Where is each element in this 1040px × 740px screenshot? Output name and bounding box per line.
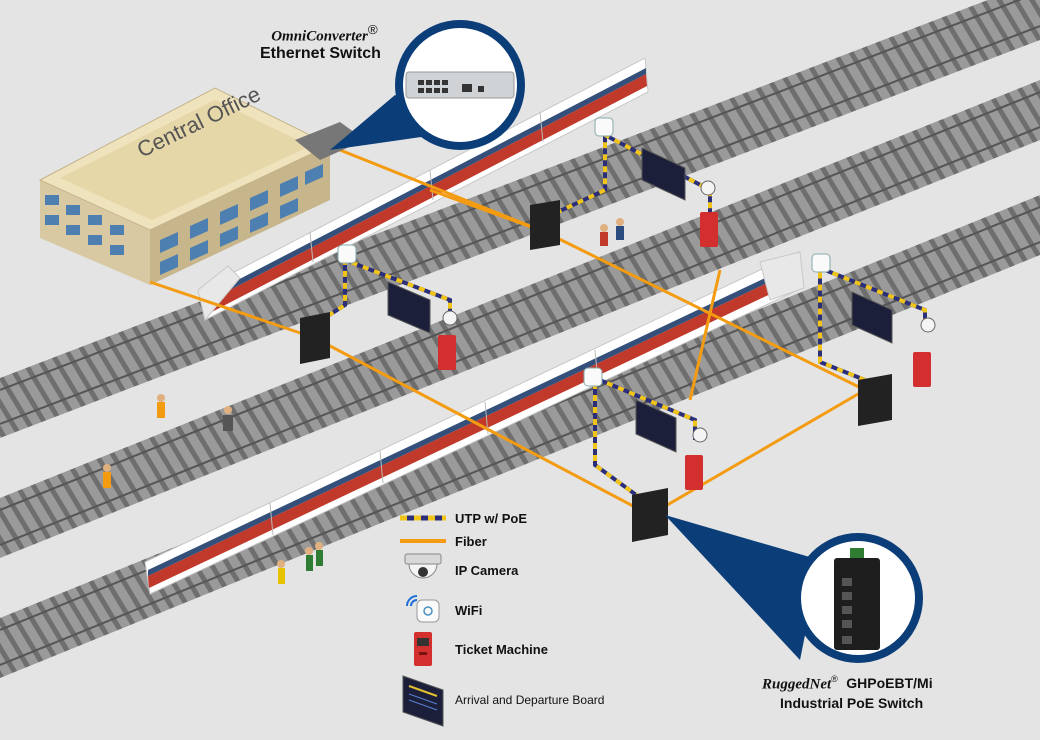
wifi-access-points [337,117,831,387]
legend-item-camera: IP Camera [395,552,518,588]
legend-label-ticket: Ticket Machine [455,641,548,657]
fiber-links [149,146,866,517]
utp-line-icon [395,504,451,532]
ruggednet-brand: RuggedNet [762,676,832,693]
ruggednet-mark: ® [831,674,838,684]
wifi-icon [395,594,451,626]
central-office-building [38,87,332,285]
departure-board-icon [395,672,451,728]
departure-boards [387,147,893,453]
legend-label-fiber: Fiber [455,533,487,549]
ruggednet-product: Industrial PoE Switch [780,695,924,712]
bottom-callout-wedge [665,515,820,660]
legend-label-camera: IP Camera [455,562,519,578]
ruggednet-model: GHPoEBT/Mi [846,675,933,692]
ticket-machines [438,212,931,490]
ruggednet-switch-image [834,548,880,650]
ip-cameras [442,180,936,443]
central-office-switch [295,122,365,160]
bottom-callout-label: RuggedNet® GHPoEBT/Mi Industrial PoE Swi… [762,674,933,711]
ip-camera-icon [395,552,451,588]
legend-item-ticket: Ticket Machine [395,630,548,668]
legend-item-utp: UTP w/ PoE [395,504,527,532]
fiber-line-icon [395,527,451,555]
omniconverter-brand: OmniConverter [271,28,368,45]
top-callout-wedge [330,95,470,150]
industrial-switches [300,200,892,542]
top-callout-label: OmniConverter® Ethernet Switch [260,22,381,63]
omniconverter-mark: ® [367,22,378,37]
legend-label-board: Arrival and Departure Board [455,693,605,707]
omniconverter-product: Ethernet Switch [260,45,381,63]
upper-train [197,57,649,322]
people [103,218,624,584]
legend-label-wifi: WiFi [455,602,483,618]
legend-item-fiber: Fiber [395,527,487,555]
omniconverter-switch-image [405,71,515,99]
legend-item-wifi: WiFi [395,594,482,626]
railway-tracks [0,0,1040,678]
legend-label-utp: UTP w/ PoE [455,510,527,526]
legend-item-board: Arrival and Departure Board [395,672,604,728]
ticket-machine-icon [395,630,451,668]
